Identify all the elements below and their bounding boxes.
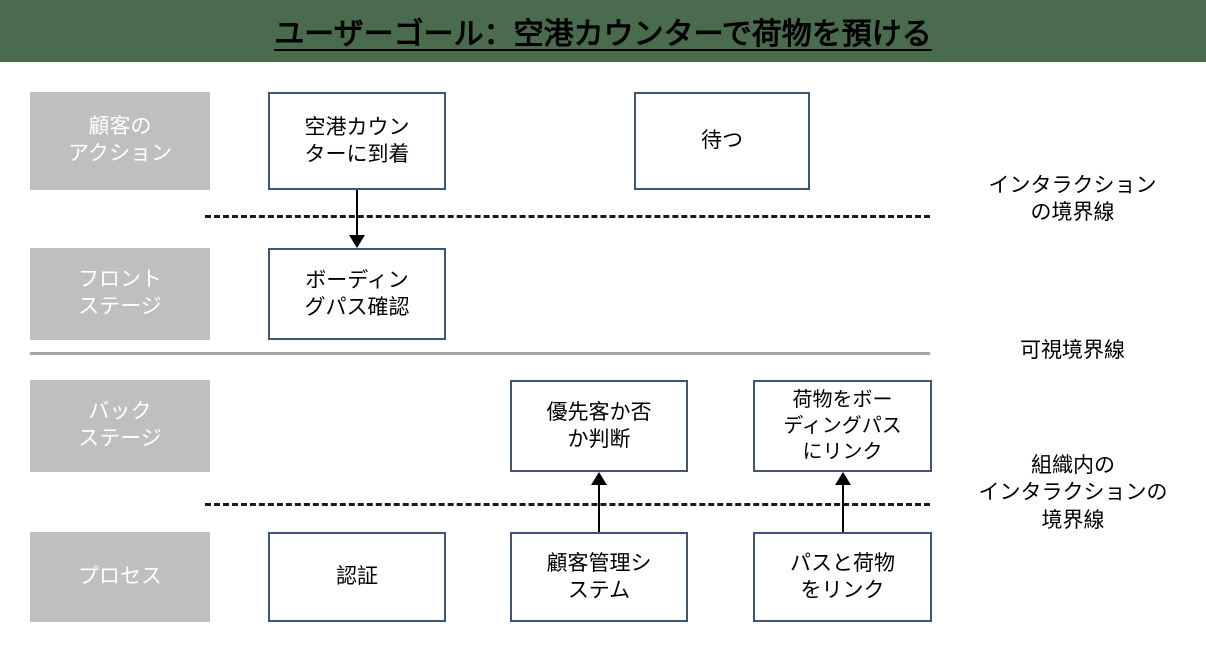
node-text-line2: ステム bbox=[567, 579, 631, 602]
annotation-line3: 境界線 bbox=[1041, 508, 1105, 532]
connector-stem bbox=[356, 190, 358, 236]
lane-label-line1: フロント bbox=[78, 268, 162, 292]
lane-label-line2: ステージ bbox=[78, 295, 162, 318]
node-text-line2: グパス確認 bbox=[304, 296, 410, 319]
lane-label-line2: アクション bbox=[68, 142, 172, 165]
node-text-line1: 荷物をボー bbox=[792, 389, 893, 411]
lane-label-line2: ステージ bbox=[78, 427, 162, 450]
node-text-line3: にリンク bbox=[802, 441, 883, 463]
connector-crm-to-priority-check bbox=[589, 472, 609, 534]
node-link-pass-bag[interactable]: パスと荷物 をリンク bbox=[753, 532, 932, 622]
node-wait[interactable]: 待つ bbox=[634, 92, 810, 190]
node-text-line2: ディングパス bbox=[783, 415, 902, 437]
line-of-interaction-divider bbox=[205, 215, 930, 218]
node-priority-check[interactable]: 優先客か否 か判断 bbox=[510, 380, 688, 472]
page-title: ユーザーゴール：空港カウンターで荷物を預ける bbox=[274, 18, 932, 51]
node-text-line1: 空港カウン bbox=[304, 115, 410, 139]
lane-label-line1: 顧客の bbox=[88, 115, 152, 139]
annotation-line1: インタラクション bbox=[988, 174, 1157, 197]
node-text-line1: 顧客管理シ bbox=[546, 551, 652, 575]
node-check-boarding-pass[interactable]: ボーディン グパス確認 bbox=[268, 248, 446, 340]
node-text-line1: パスと荷物 bbox=[790, 551, 895, 575]
lane-label-backstage: バック ステージ bbox=[30, 380, 210, 472]
node-text-line2: か判断 bbox=[567, 428, 631, 451]
connector-arrive-to-check-pass bbox=[347, 190, 367, 250]
node-text-line1: ボーディン bbox=[305, 268, 409, 292]
arrowhead-up-icon bbox=[591, 472, 607, 485]
lane-label-line1: バック bbox=[88, 400, 152, 424]
annotation-line2: インタラクションの bbox=[978, 481, 1168, 505]
arrowhead-down-icon bbox=[349, 235, 365, 248]
arrowhead-up-icon bbox=[835, 472, 851, 485]
lane-label-customer-actions: 顧客の アクション bbox=[30, 92, 210, 190]
header-band bbox=[0, 0, 1206, 62]
annotation-line-of-internal-interaction: 組織内の インタラクションの 境界線 bbox=[940, 452, 1206, 534]
node-text-line2: をリンク bbox=[800, 579, 885, 602]
annotation-line1: 可視境界線 bbox=[1020, 339, 1125, 362]
line-of-internal-interaction-divider bbox=[205, 503, 930, 506]
node-text-line1: 待つ bbox=[701, 129, 743, 153]
node-arrive-counter[interactable]: 空港カウン ターに到着 bbox=[268, 92, 446, 190]
node-text-line1: 優先客か否 bbox=[546, 400, 652, 424]
annotation-line1: 組織内の bbox=[1031, 454, 1115, 477]
annotation-line-of-visibility: 可視境界線 bbox=[945, 337, 1200, 364]
lane-label-line1: プロセス bbox=[78, 564, 162, 588]
node-link-bag-to-pass[interactable]: 荷物をボー ディングパス にリンク bbox=[753, 380, 932, 472]
node-crm-system[interactable]: 顧客管理シ ステム bbox=[510, 532, 688, 622]
annotation-line-of-interaction: インタラクション の境界線 bbox=[945, 172, 1200, 227]
node-text-line1: 認証 bbox=[336, 565, 378, 589]
connector-stem bbox=[598, 484, 600, 534]
annotation-line2: の境界線 bbox=[1030, 201, 1115, 225]
connector-stem bbox=[842, 484, 844, 534]
connector-link-pass-to-link-bag bbox=[833, 472, 853, 534]
node-authentication[interactable]: 認証 bbox=[268, 532, 446, 622]
node-text-line2: ターに到着 bbox=[304, 143, 410, 166]
lane-label-frontstage: フロント ステージ bbox=[30, 248, 210, 340]
lane-label-process: プロセス bbox=[30, 532, 210, 622]
line-of-visibility-divider bbox=[30, 352, 930, 355]
